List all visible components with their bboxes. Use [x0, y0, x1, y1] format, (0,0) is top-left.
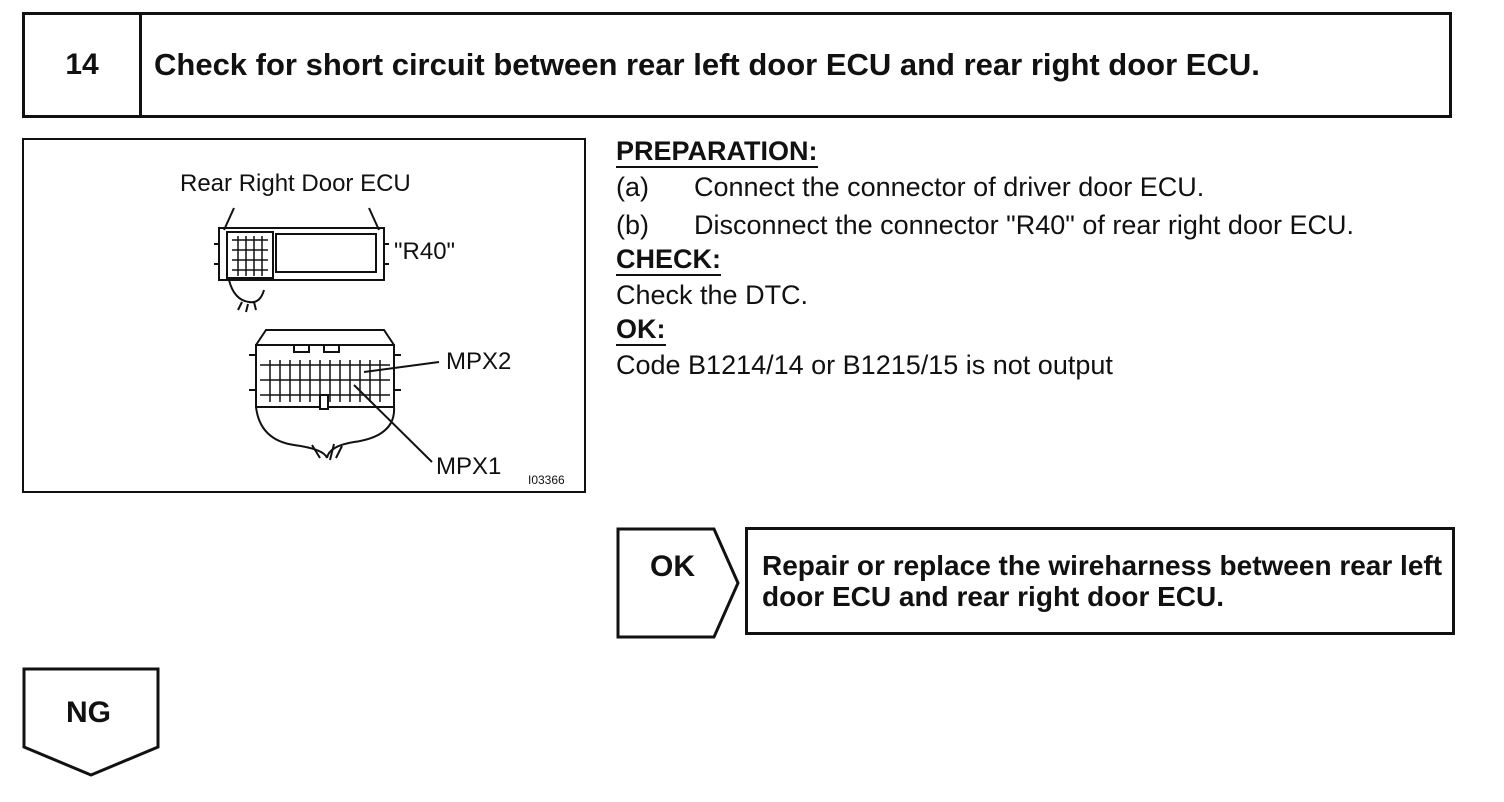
ng-arrow-shape: [22, 667, 160, 777]
ok-arrow-shape: [616, 527, 740, 639]
step-number: 14: [25, 15, 142, 115]
check-text: Check the DTC.: [616, 280, 809, 310]
preparation-step-b: (b) Disconnect the connector "R40" of rea…: [616, 206, 1486, 244]
check-heading: CHECK:: [616, 244, 721, 276]
ok-branch-label: OK: [650, 550, 695, 583]
ok-heading: OK:: [616, 314, 666, 346]
figure-title: Rear Right Door ECU: [180, 170, 411, 197]
preparation-step-a: (a) Connect the connector of driver door …: [616, 168, 1486, 206]
step-header: 14 Check for short circuit between rear …: [22, 12, 1452, 118]
connector-label: "R40": [394, 238, 456, 265]
connector-illustration: [214, 207, 440, 463]
figure-code: I03366: [528, 473, 565, 487]
instructions: PREPARATION: (a) Connect the connector of…: [616, 136, 1486, 384]
ok-text: Code B1214/14 or B1215/15 is not output: [616, 350, 1113, 380]
preparation-heading: PREPARATION:: [616, 136, 818, 168]
step-tag: (b): [616, 210, 649, 240]
connector-figure: Rear Right Door ECU "R40" MPX2 MPX1 I033…: [22, 138, 586, 493]
pin-label-mpx2: MPX2: [446, 348, 512, 375]
step-tag: (a): [616, 172, 649, 202]
step-text: Disconnect the connector "R40" of rear r…: [694, 210, 1354, 240]
step-text: Connect the connector of driver door ECU…: [694, 172, 1205, 202]
ng-branch-label: NG: [66, 696, 111, 729]
ok-result-box: Repair or replace the wireharness betwee…: [745, 527, 1455, 635]
step-title: Check for short circuit between rear lef…: [154, 47, 1260, 82]
pin-label-mpx1: MPX1: [436, 453, 502, 480]
